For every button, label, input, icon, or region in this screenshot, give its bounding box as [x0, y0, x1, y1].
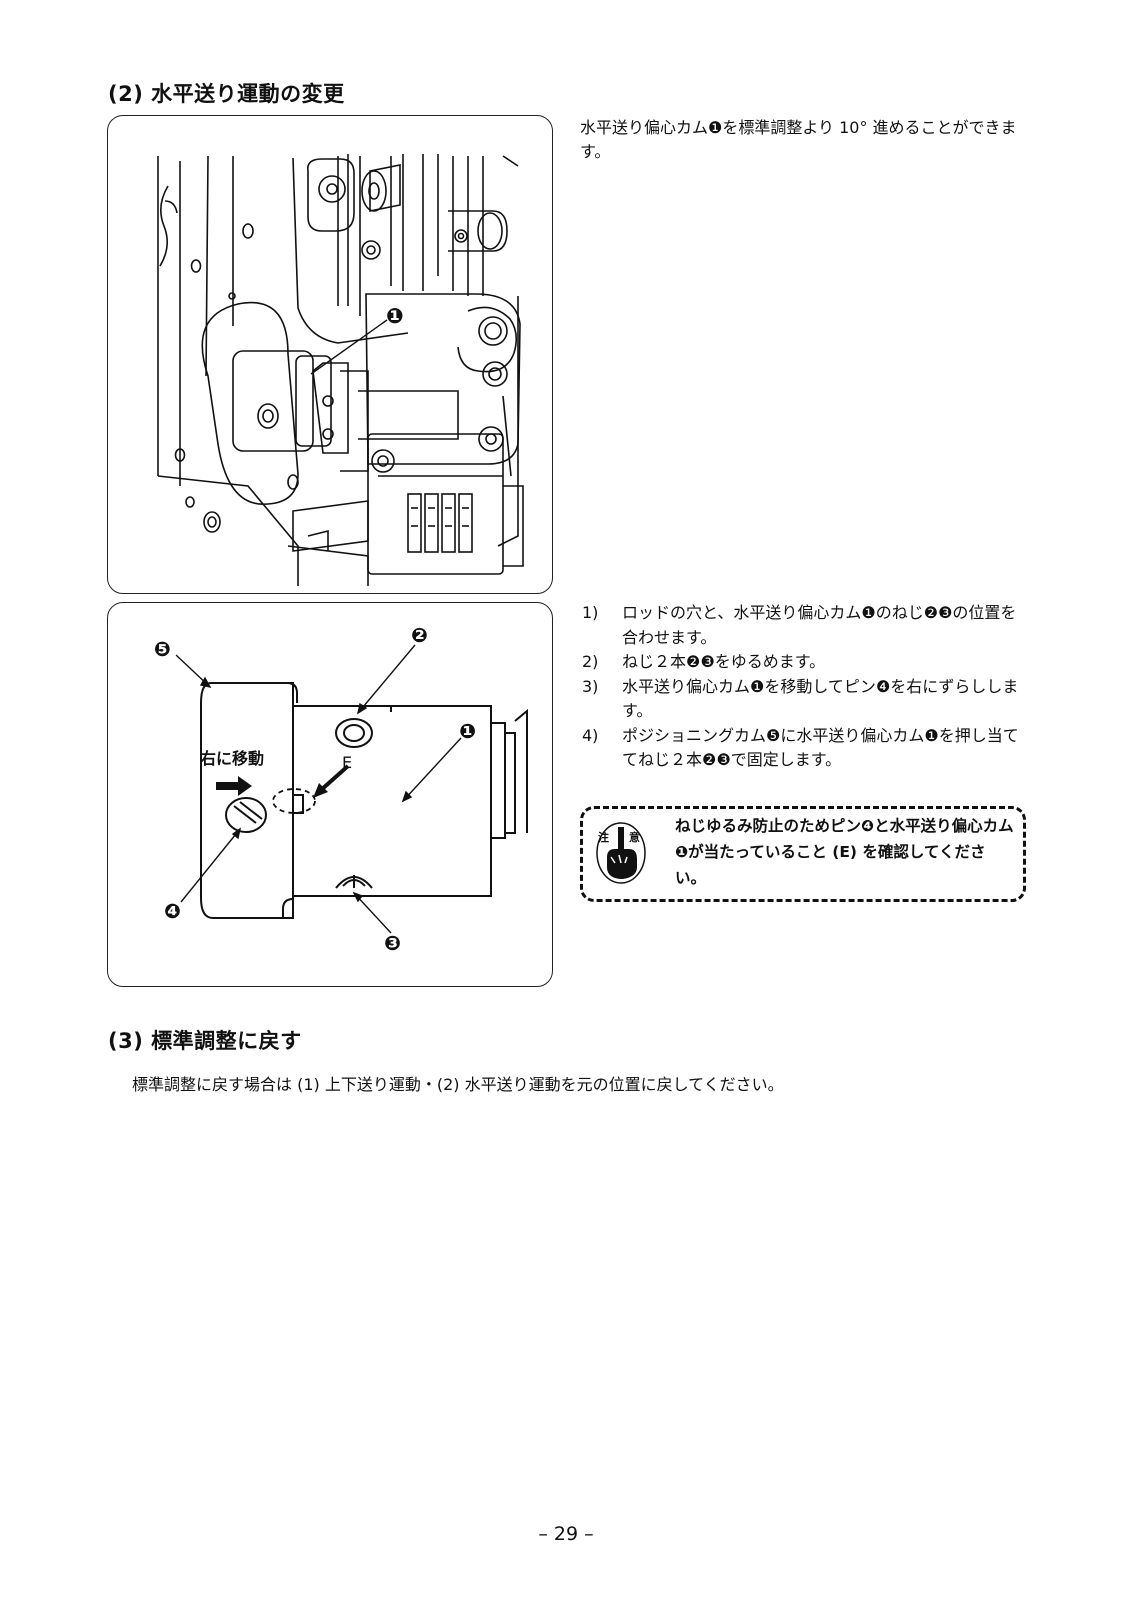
- callout-5: ❺: [154, 637, 171, 661]
- callout-4: ❹: [164, 899, 181, 923]
- step-number: 4): [582, 725, 599, 745]
- intro-text: 水平送り偏心カム❶を標準調整より 10° 進めることができます。: [580, 118, 1017, 161]
- step-text: ねじ２本❷❸をゆるめます。: [622, 652, 826, 671]
- mechanism-overview-drawing: [157, 154, 524, 586]
- caution-label-right: 意: [629, 831, 640, 844]
- page-number: – 29 –: [538, 1523, 594, 1545]
- section-2-heading: (2) 水平送り運動の変更: [108, 82, 345, 106]
- section-3-body: 標準調整に戻す場合は (1) 上下送り運動・(2) 水平送り運動を元の位置に戻し…: [132, 1075, 784, 1094]
- step-item: 4) ポジショニングカム❺に水平送り偏心カム❶を押し当ててねじ２本❷❸で固定します…: [582, 724, 1032, 773]
- step-item: 1) ロッドの穴と、水平送り偏心カム❶のねじ❷❸の位置を合わせます。: [582, 601, 1032, 650]
- callout-2: ❷: [411, 623, 428, 647]
- caution-box: 注 意 ねじゆるみ防止のためピン❹と水平送り偏心カム❶が当たっていること (E)…: [580, 806, 1026, 902]
- figure-mechanism-overview: ❶: [107, 115, 553, 594]
- caution-hand-icon: 注 意: [595, 821, 647, 885]
- figure-cam-adjustment: ❺ ❷ ❶ ❹ ❸ 右に移動 E: [107, 602, 553, 987]
- step-item: 2) ねじ２本❷❸をゆるめます。: [582, 650, 1032, 675]
- step-number: 3): [582, 676, 599, 696]
- step-text: ロッドの穴と、水平送り偏心カム❶のねじ❷❸の位置を合わせます。: [622, 603, 1017, 647]
- step-text: 水平送り偏心カム❶を移動してピン❹を右にずらしします。: [622, 676, 1019, 721]
- step-text: ポジショニングカム❺に水平送り偏心カム❶を押し当ててねじ２本❷❸で固定します。: [622, 725, 1019, 770]
- step-number: 1): [582, 603, 599, 622]
- callout-3: ❸: [384, 931, 401, 955]
- callout-1: ❶: [386, 304, 404, 328]
- callout-1: ❶: [459, 719, 476, 743]
- caution-text: ねじゆるみ防止のためピン❹と水平送り偏心カム❶が当たっていること (E) を確認…: [675, 817, 1014, 887]
- step-number: 2): [582, 652, 599, 671]
- caution-label-left: 注: [598, 831, 609, 844]
- cam-adjustment-drawing: [175, 644, 528, 934]
- step-item: 3) 水平送り偏心カム❶を移動してピン❹を右にずらしします。: [582, 675, 1032, 724]
- procedure-steps: 1) ロッドの穴と、水平送り偏心カム❶のねじ❷❸の位置を合わせます。 2) ねじ２本…: [582, 601, 1032, 773]
- move-right-label: 右に移動: [200, 749, 265, 768]
- section-3-heading: (3) 標準調整に戻す: [108, 1029, 302, 1053]
- point-e-label: E: [342, 753, 353, 772]
